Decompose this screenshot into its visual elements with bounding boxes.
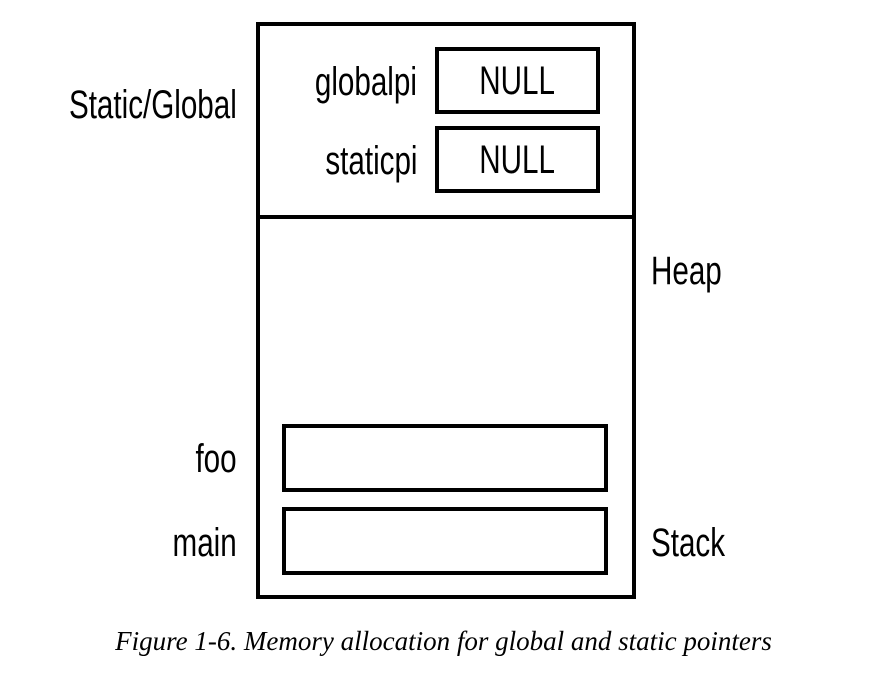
memory-block-outline bbox=[256, 22, 636, 599]
foo-frame-label: foo bbox=[195, 437, 237, 481]
globalpi-value: NULL bbox=[479, 58, 556, 103]
globalpi-variable-label: globalpi bbox=[314, 60, 417, 104]
foo-frame-box bbox=[282, 424, 608, 492]
staticpi-variable-label: staticpi bbox=[324, 139, 417, 183]
heap-region-label: Heap bbox=[651, 249, 722, 293]
static-global-region-label: Static/Global bbox=[69, 83, 237, 127]
staticpi-value: NULL bbox=[479, 137, 556, 182]
main-frame-label: main bbox=[172, 521, 237, 565]
static-heap-divider bbox=[256, 215, 636, 219]
globalpi-value-box: NULL bbox=[435, 47, 600, 114]
figure-caption: Figure 1-6. Memory allocation for global… bbox=[115, 626, 772, 656]
main-frame-box bbox=[282, 507, 608, 575]
stack-region-label: Stack bbox=[651, 521, 726, 565]
staticpi-value-box: NULL bbox=[435, 126, 600, 193]
